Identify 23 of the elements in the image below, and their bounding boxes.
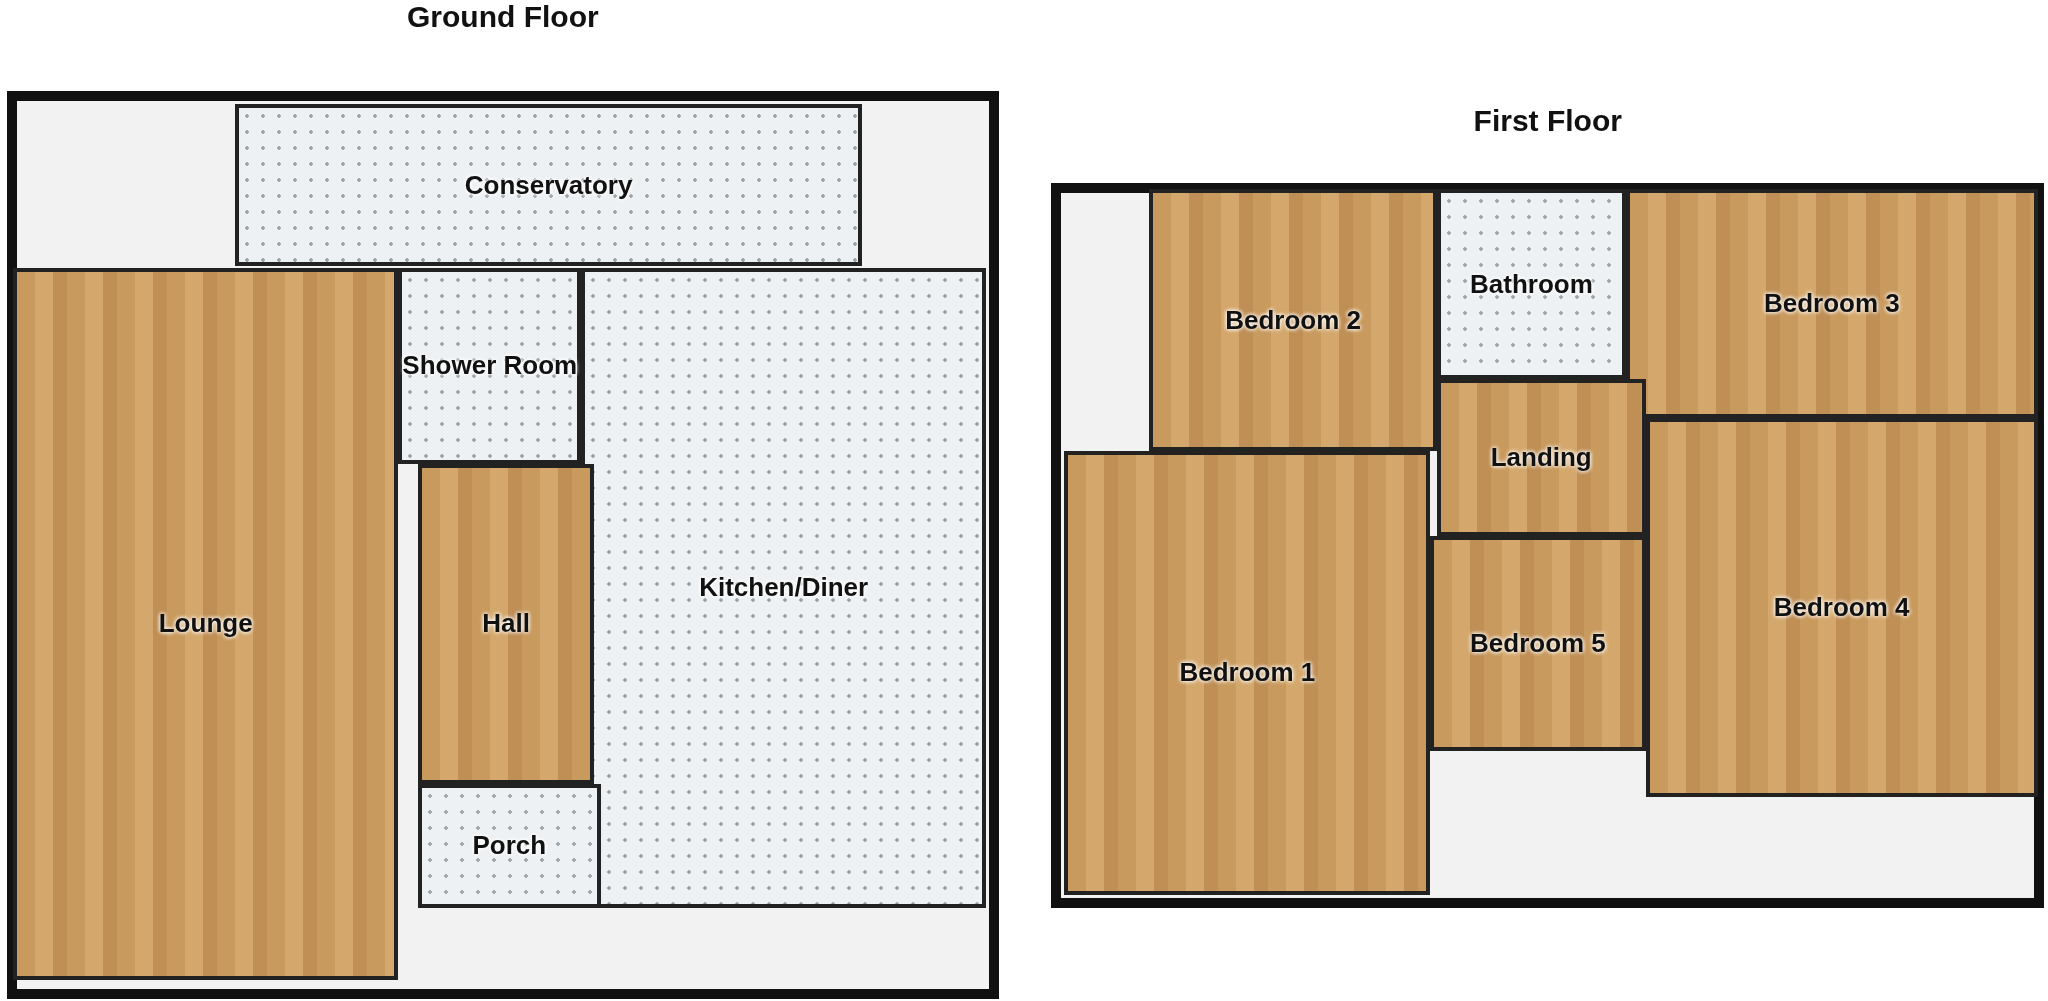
room-label: Shower Room: [402, 351, 578, 380]
floor-heading: First Floor: [1472, 104, 1623, 139]
room: [417, 463, 595, 784]
room: [235, 104, 862, 267]
room-label: Bathroom: [1470, 269, 1593, 299]
room: [417, 783, 601, 908]
room-label: Bedroom 5: [1470, 628, 1606, 658]
room: [1064, 450, 1431, 895]
room-label: Kitchen/Diner: [699, 573, 869, 603]
room-label: Bedroom 4: [1773, 593, 1910, 622]
room-label: Bedroom 1: [1179, 658, 1316, 687]
room: [1645, 417, 2038, 797]
room-label: Bedroom 2: [1225, 305, 1361, 335]
room-label: Conservatory: [464, 171, 633, 200]
room-label: Landing: [1490, 442, 1592, 472]
room-label: Porch: [472, 831, 547, 860]
room: [581, 267, 987, 908]
room-label: Hall: [482, 609, 530, 638]
room: [1436, 189, 1627, 379]
floor-heading: Ground Floor: [406, 0, 600, 34]
room-label: Bedroom 3: [1763, 289, 1900, 318]
room: [13, 267, 399, 980]
room-label: Lounge: [158, 609, 253, 638]
